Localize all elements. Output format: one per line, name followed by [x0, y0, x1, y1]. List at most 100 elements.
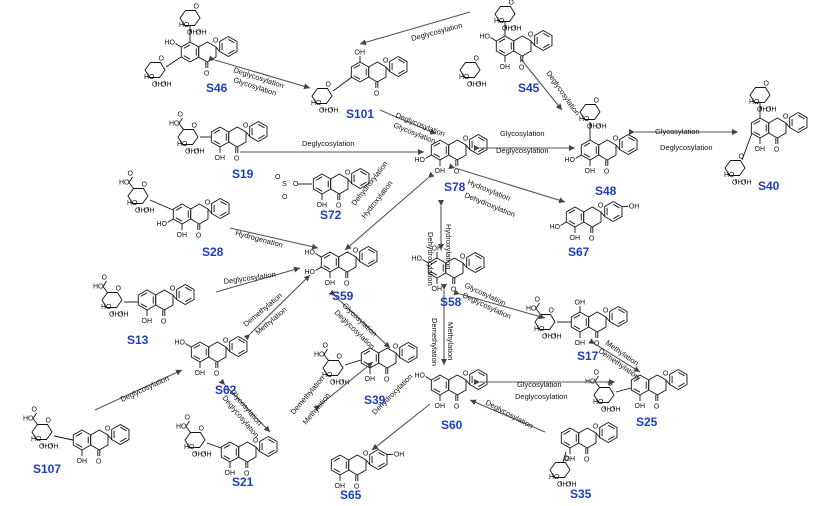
oh-bond-left: [315, 253, 322, 258]
b-ring-link: [385, 66, 390, 72]
oh-bond-lowleft: [315, 266, 322, 271]
b-ring-link: [465, 379, 470, 385]
atom-o-label: O: [564, 456, 570, 463]
ring-a-double-bonds: [363, 350, 377, 366]
atom-ho-label: HO: [526, 306, 537, 313]
ring-a-double-bonds: [213, 129, 227, 145]
atom-oh-label: OH: [570, 235, 581, 242]
reaction-arrow: [379, 109, 437, 135]
b-ring-link: [347, 178, 352, 184]
atom-o-label: O: [170, 286, 176, 293]
atom-oh-label: OH: [629, 204, 640, 211]
b-ring-link: [530, 40, 535, 46]
atom-o-label: O: [213, 38, 219, 45]
ring-b: [176, 283, 195, 306]
reaction-label-hydrogenation: Hydrogenation: [234, 228, 283, 249]
atom-oh-label: OH: [135, 208, 146, 215]
oh-bond-lowleft: [560, 221, 567, 226]
atom-oh-label: OH: [77, 458, 88, 465]
atom-o-label: O: [463, 136, 469, 143]
atom-o-label: O: [589, 236, 595, 243]
ring-a-double-bonds: [573, 314, 587, 330]
ring-a-double-bonds: [333, 457, 347, 473]
atom-ho-label: HO: [480, 34, 491, 41]
atom-o-label: O: [96, 459, 102, 466]
glycosidic-bond: [53, 435, 74, 441]
reaction-arrow: [208, 55, 311, 90]
atom-oh-label: OH: [215, 155, 226, 162]
oh-bond-left: [422, 259, 429, 264]
reaction-label-deglycosylation: Deglycosylation: [302, 139, 355, 148]
atom-oh-label: OH: [476, 82, 487, 89]
carbonyl-bond: [235, 147, 239, 153]
atom-o-label: O: [535, 297, 541, 304]
oh-bond-left: [175, 43, 182, 48]
atom-oh-label: OH: [317, 202, 328, 209]
ring-a-double-bonds: [315, 176, 329, 192]
atom-ho-label: HO: [169, 121, 180, 128]
compound-label-s72: S72: [320, 208, 342, 222]
atom-o-label: O: [549, 308, 555, 315]
atom-oh-label: OH: [635, 403, 646, 410]
compound-label-s40: S40: [758, 179, 780, 193]
b-ring-link: [207, 208, 212, 214]
ring-a-double-bonds: [430, 260, 444, 276]
compound-label-s67: S67: [568, 245, 590, 259]
ring-b-double-bonds: [471, 136, 485, 153]
atom-oh-label: OH: [766, 107, 777, 114]
b-ring-link: [355, 256, 360, 262]
ring-c: [448, 374, 467, 396]
atom-o-label: O: [116, 286, 122, 293]
ring-a-double-bonds: [568, 209, 582, 225]
ring-c: [513, 35, 532, 57]
reaction-arrow: [371, 403, 431, 451]
oh-bond-left: [490, 37, 497, 42]
atom-o-label: O: [243, 123, 249, 130]
compound-label-s107: S107: [33, 462, 61, 476]
compound-label-s78: S78: [444, 180, 466, 194]
atom-o-label: O: [336, 203, 342, 210]
reaction-label-deglycosylation: Deglycosylation: [223, 270, 276, 286]
ring-c: [598, 139, 617, 161]
compound-label-s60: S60: [441, 418, 463, 432]
atom-oh-label: OH: [109, 312, 120, 319]
ring-b: [619, 133, 638, 156]
atom-o-label: O: [474, 56, 480, 63]
reaction-label-deglycosylation: Deglycosylation: [660, 143, 713, 152]
oh-bond-lowleft: [425, 154, 432, 159]
reaction-label-deglycosylation: Deglycosylation: [119, 373, 170, 403]
ring-b-double-bonds: [231, 338, 245, 355]
atom-oh-label: OH: [585, 168, 596, 175]
atom-oh-label: OH: [596, 124, 607, 131]
atom-o-label: O: [454, 404, 460, 411]
ring-b-double-bonds: [221, 38, 235, 55]
ring-c: [155, 289, 174, 311]
reaction-label-deglycosylation: Deglycosylation: [544, 69, 582, 117]
ring-c: [578, 427, 597, 449]
carboxyl-bond: [185, 420, 191, 433]
atom-oh-label: OH: [194, 149, 205, 156]
atom-oh-label: OH: [225, 470, 236, 477]
ring-c: [368, 61, 387, 83]
atom-o-label: O: [383, 58, 389, 65]
ring-b-double-bonds: [536, 32, 550, 49]
atom-ho-label: HO: [412, 256, 423, 263]
atom-o-label: O: [774, 147, 780, 154]
carboxyl-bond: [32, 412, 38, 425]
ring-b: [469, 133, 488, 156]
atom-oh-label: OH: [319, 108, 330, 115]
compound-label-s48: S48: [595, 184, 617, 198]
atom-oh-label: OH: [142, 318, 153, 325]
carbonyl-bond: [455, 395, 459, 401]
carboxyl-bond: [535, 302, 541, 315]
atom-oh-label: OH: [601, 407, 612, 414]
ring-b-double-bonds: [601, 424, 615, 441]
compound-label-s19: S19: [232, 167, 254, 181]
atom-o-label: O: [528, 32, 534, 39]
atom-ho-label: HO: [175, 340, 186, 347]
